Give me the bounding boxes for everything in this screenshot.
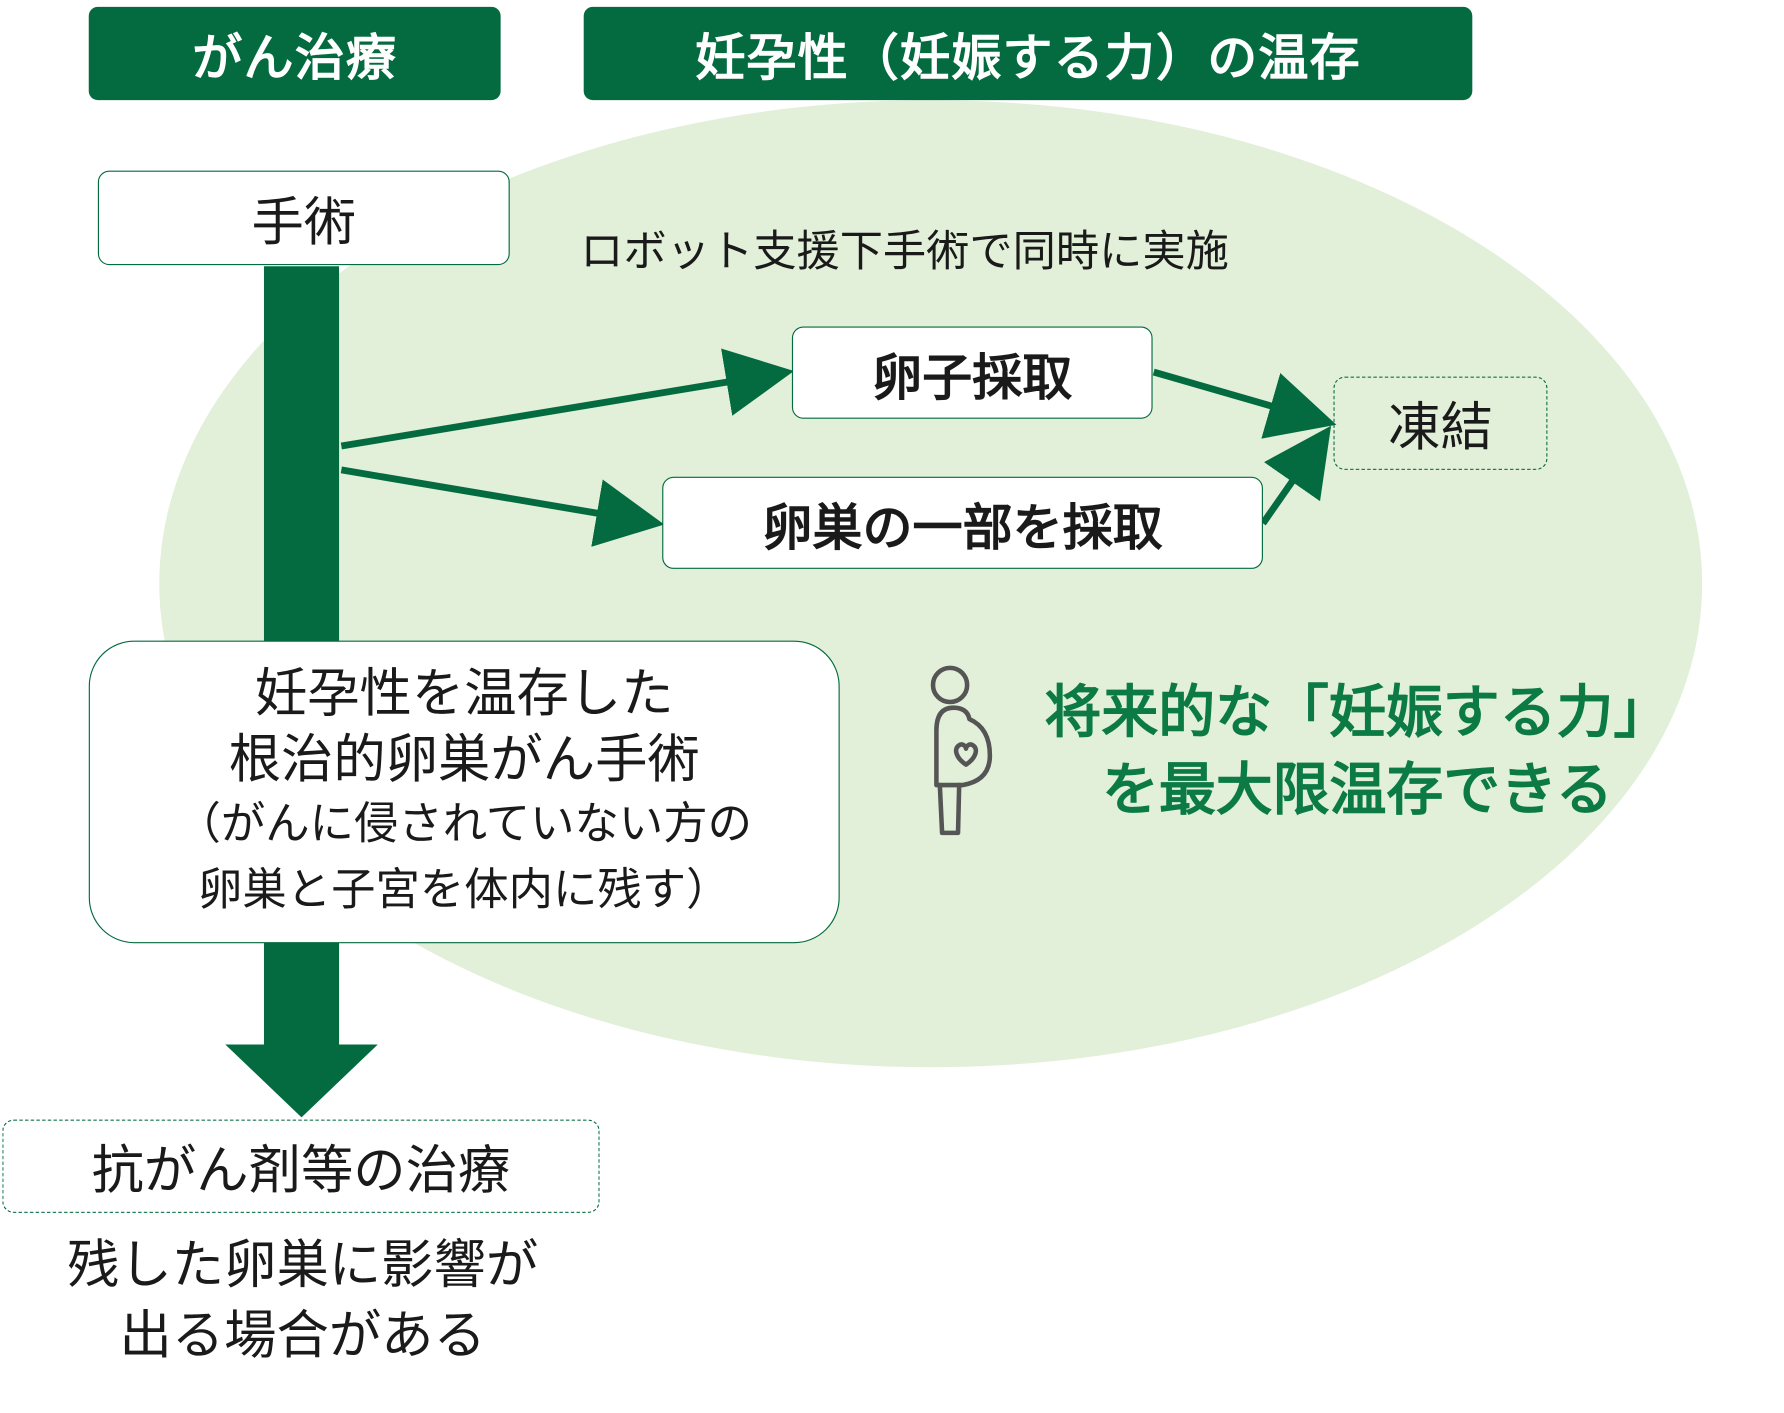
header-fertility-preservation: 妊孕性（妊娠する力）の温存 <box>583 6 1473 101</box>
outcome-line1: 将来的な「妊娠する力」 <box>1044 679 1671 746</box>
arrow-egg-to-freezing <box>1152 368 1337 439</box>
ovary-retrieval-box: 卵巣の一部を採取 <box>662 476 1263 569</box>
outcome-note: 将来的な「妊娠する力」 を最大限温存できる <box>999 674 1716 829</box>
freezing-label: 凍結 <box>1388 395 1493 458</box>
arrow-to-egg-retrieval <box>340 348 795 450</box>
radical-surgery-line4: 卵巣と子宮を体内に残す） <box>197 864 731 916</box>
outcome-line2: を最大限温存できる <box>1101 756 1613 823</box>
surgery-label: 手術 <box>251 190 357 253</box>
egg-retrieval-label: 卵子採取 <box>872 348 1073 407</box>
radical-surgery-line3: （がんに侵されていない方の <box>176 798 752 850</box>
ovary-retrieval-label: 卵巣の一部を採取 <box>762 498 1163 557</box>
chemo-effect-note: 残した卵巣に影響が 出る場合がある <box>23 1229 583 1370</box>
freezing-box: 凍結 <box>1333 376 1548 470</box>
chemotherapy-label: 抗がん剤等の治療 <box>91 1138 511 1201</box>
radical-surgery-box: 妊孕性を温存した 根治的卵巣がん手術 （がんに侵されていない方の 卵巣と子宮を体… <box>88 640 840 944</box>
surgery-box: 手術 <box>97 170 510 266</box>
chemotherapy-box: 抗がん剤等の治療 <box>2 1119 600 1213</box>
arrow-to-ovary-retrieval <box>340 466 665 547</box>
chemo-effect-line2: 出る場合がある <box>119 1303 486 1366</box>
pregnant-woman-icon <box>930 665 993 836</box>
main-flow-arrowhead <box>225 1044 378 1118</box>
robot-assisted-note: ロボット支援下手術で同時に実施 <box>580 226 1229 277</box>
radical-surgery-line2: 根治的卵巣がん手術 <box>228 728 700 790</box>
radical-surgery-line1: 妊孕性を温存した <box>254 662 674 724</box>
arrow-ovary-to-freezing <box>1260 425 1332 526</box>
egg-retrieval-box: 卵子採取 <box>791 326 1153 419</box>
chemo-effect-line1: 残した卵巣に影響が <box>67 1233 539 1295</box>
header-cancer-treatment: がん治療 <box>88 6 501 101</box>
